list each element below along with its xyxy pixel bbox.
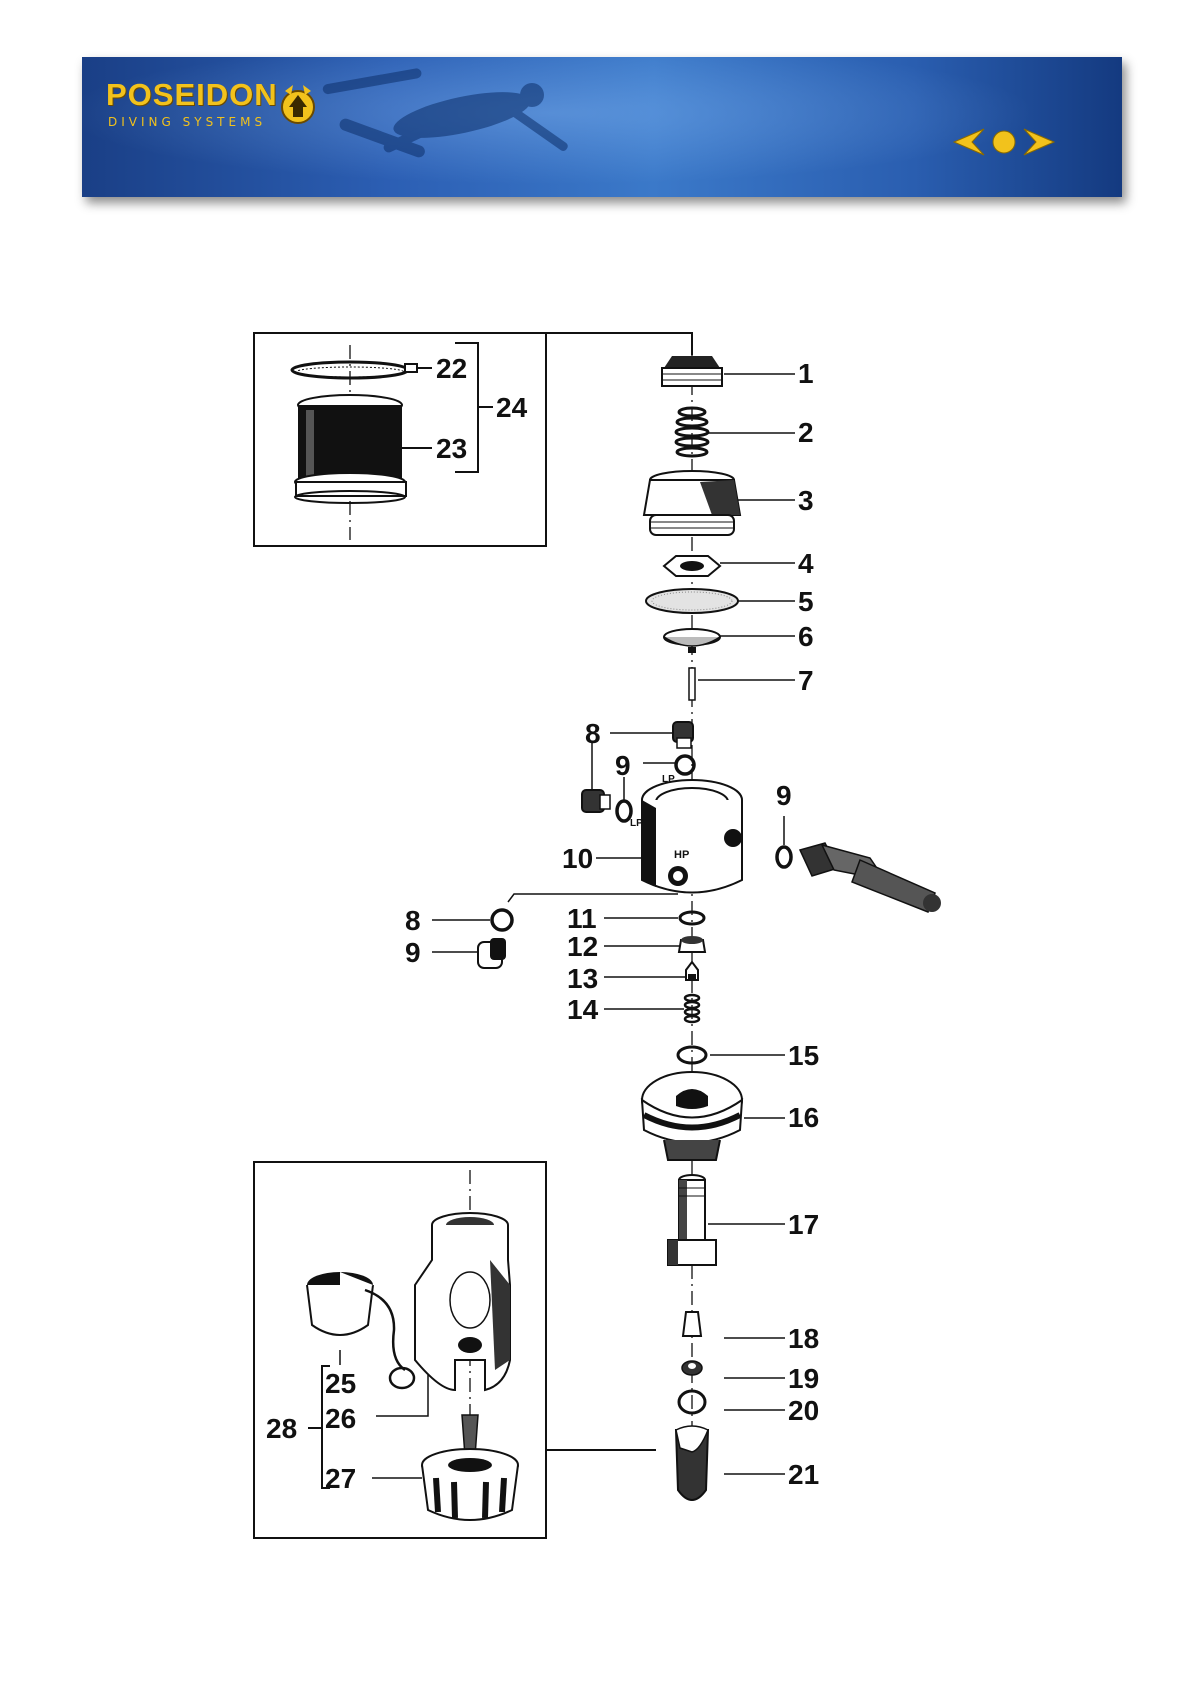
part-label-5: 5 (798, 586, 814, 617)
part-25-dust-cap (307, 1272, 414, 1388)
part-6-diaphragm (664, 629, 720, 653)
part-9-plug-lower (478, 938, 506, 968)
port-label-hp: HP (674, 849, 689, 861)
part-12-seat (679, 936, 705, 952)
part-label-9-right: 9 (776, 780, 792, 811)
part-label-6: 6 (798, 621, 814, 652)
part-9-oring-left (617, 801, 631, 821)
port-label-lp-left: LP (630, 818, 643, 829)
part-label-28: 28 (266, 1413, 297, 1444)
part-1-cap-nut (662, 356, 722, 386)
part-label-19: 19 (788, 1363, 819, 1394)
part-8-plug-top (673, 722, 693, 748)
part-label-20: 20 (788, 1395, 819, 1426)
part-label-17: 17 (788, 1209, 819, 1240)
part-label-9-top: 9 (615, 750, 631, 781)
part-label-4: 4 (798, 548, 814, 579)
part-label-21: 21 (788, 1459, 819, 1490)
part-label-10: 10 (562, 843, 593, 874)
part-label-11: 11 (567, 903, 597, 934)
part-2-spring (676, 408, 708, 456)
part-23-filter-cartridge (295, 395, 406, 503)
part-5-filter-disk (646, 589, 738, 613)
part-label-22: 22 (436, 353, 467, 384)
part-label-15: 15 (788, 1040, 819, 1071)
part-22-clamp (292, 362, 417, 378)
part-8-plug-left (582, 790, 610, 812)
part-10-body (642, 780, 742, 893)
part-17-stem (668, 1175, 716, 1265)
part-3-bonnet (644, 471, 740, 535)
part-label-13: 13 (567, 963, 598, 994)
part-label-7: 7 (798, 665, 814, 696)
part-label-27: 27 (325, 1463, 356, 1494)
part-label-3: 3 (798, 485, 814, 516)
part-label-16: 16 (788, 1102, 819, 1133)
port-label-lp-top: LP (662, 774, 675, 785)
part-4-hex-nut (664, 556, 720, 576)
part-label-26: 26 (325, 1403, 356, 1434)
part-16-yoke-nut (642, 1072, 742, 1160)
part-label-24: 24 (496, 392, 528, 423)
part-7-pin (689, 668, 695, 700)
part-21-plug (676, 1426, 708, 1500)
part-18-filter (683, 1312, 701, 1336)
part-label-14: 14 (567, 994, 599, 1025)
part-9-oring-top (676, 756, 694, 774)
part-8-oring-lower (492, 910, 512, 930)
part-label-25: 25 (325, 1368, 356, 1399)
part-label-2: 2 (798, 417, 814, 448)
part-13-poppet (686, 962, 698, 980)
part-label-12: 12 (567, 931, 598, 962)
part-27-hand-wheel (422, 1415, 518, 1520)
part-label-9-lower: 9 (405, 937, 421, 968)
part-9-oring-right (777, 847, 791, 867)
part-label-23: 23 (436, 433, 467, 464)
part-label-18: 18 (788, 1323, 819, 1354)
part-label-8-lower: 8 (405, 905, 421, 936)
part-19-nut (682, 1361, 702, 1375)
part-label-1: 1 (798, 358, 814, 389)
hose-fitting (800, 843, 941, 912)
part-label-8-top: 8 (585, 718, 601, 749)
part-26-yoke (415, 1213, 510, 1390)
